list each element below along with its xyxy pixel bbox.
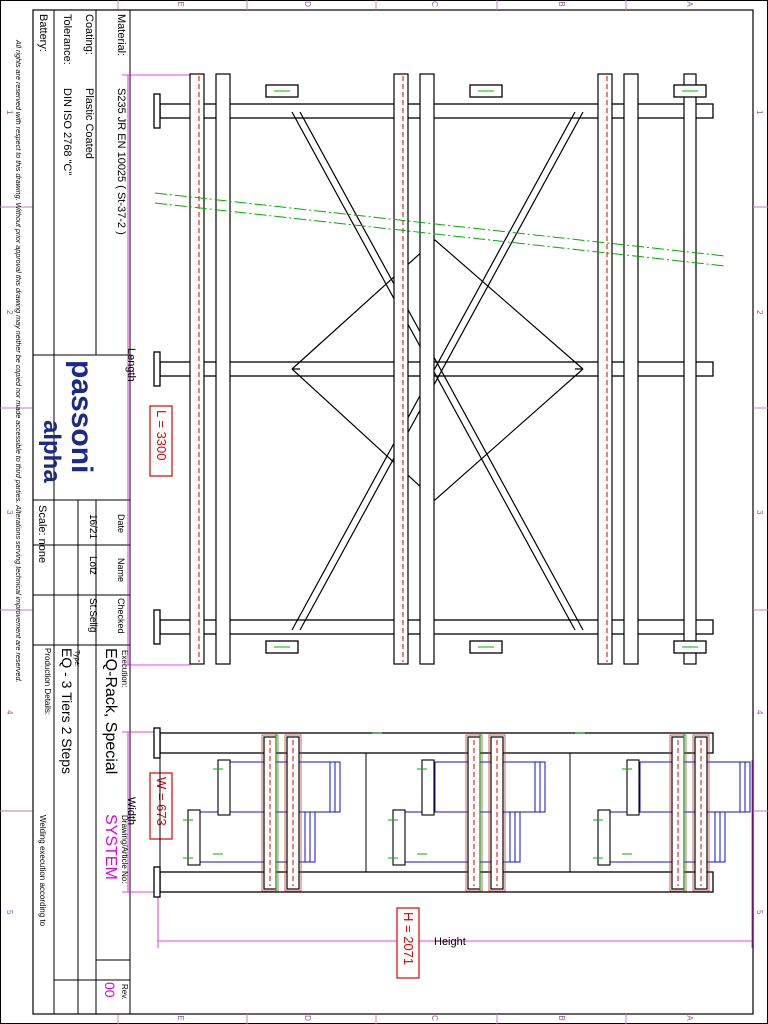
svg-text:alpha: alpha: [38, 420, 65, 483]
rev-label: Rev.: [120, 984, 129, 1000]
width-dimension-box: [149, 772, 173, 840]
border-number: 5: [755, 910, 764, 915]
border-number: 2: [5, 310, 14, 315]
scale-label: Scale: none: [36, 505, 48, 563]
checked-label: Checked: [116, 598, 126, 634]
checked-value: St.Selig: [87, 598, 98, 632]
date-value: 16/21: [87, 514, 98, 539]
company-logo: passoni alpha: [38, 360, 98, 483]
border-number: 1: [5, 110, 14, 115]
border-letter: D: [303, 1015, 312, 1021]
border-letter: A: [685, 1015, 694, 1021]
width-value: W = 673: [154, 777, 169, 826]
type-label: Type:: [73, 650, 80, 667]
material-value: S235 JR EN 10025 ( St-37-2 ): [115, 88, 127, 235]
border-letter: A: [685, 1, 694, 7]
border-number: 1: [755, 110, 764, 115]
border-letter: E: [176, 1015, 185, 1020]
border-number: 3: [5, 510, 14, 515]
production-label: Production Details:: [43, 648, 52, 715]
width-label: Width: [125, 797, 137, 825]
coating-value: Plastic Coated: [83, 88, 95, 159]
border-number: 2: [755, 310, 764, 315]
coating-label: Coating:: [83, 14, 95, 55]
front-view: Width W = 673 Height H = 2071: [122, 727, 753, 979]
svg-text:passoni: passoni: [65, 360, 98, 473]
border-letter: D: [303, 1, 312, 7]
border-letter: C: [430, 1015, 439, 1021]
height-value: H = 2071: [401, 912, 416, 965]
height-dimension-box: [396, 907, 420, 979]
drawing-value: SYSTEM: [102, 814, 119, 880]
name-label: Name: [116, 558, 126, 582]
date-label: Date: [116, 514, 126, 533]
border-number: 3: [755, 510, 764, 515]
battery-label: Battery:: [37, 14, 49, 52]
name-value: Lotz: [87, 556, 98, 575]
border-letter: C: [430, 1, 439, 7]
height-label: Height: [434, 936, 466, 948]
material-label: Material:: [115, 14, 127, 56]
tolerance-label: Tolerance:: [61, 14, 73, 65]
rights-notice: All rights are reserved with respect to …: [14, 39, 23, 682]
type-value: EQ - 3 Tiers 2 Steps: [59, 648, 75, 774]
title-block: [32, 9, 131, 1015]
border-letter: B: [557, 1015, 566, 1020]
execution-label: Execution:: [120, 650, 129, 687]
border-number: 5: [5, 910, 14, 915]
drawing-label: Drawing/Article No:: [120, 815, 129, 883]
length-value: L = 3300: [154, 410, 169, 460]
border-number: 4: [755, 710, 764, 715]
rev-value: 00: [102, 982, 118, 998]
execution-value: EQ-Rack, Special: [102, 648, 119, 774]
top-view: Length L = 3300: [122, 73, 726, 666]
border-letter: B: [557, 1, 566, 6]
border-number: 4: [5, 710, 14, 715]
length-label: Length: [125, 348, 137, 382]
welding-text: Welding execution according to: [38, 815, 47, 927]
tolerance-value: DIN ISO 2768 "C": [61, 88, 73, 175]
border-letter: E: [176, 1, 185, 6]
length-dimension-box: [149, 405, 173, 477]
